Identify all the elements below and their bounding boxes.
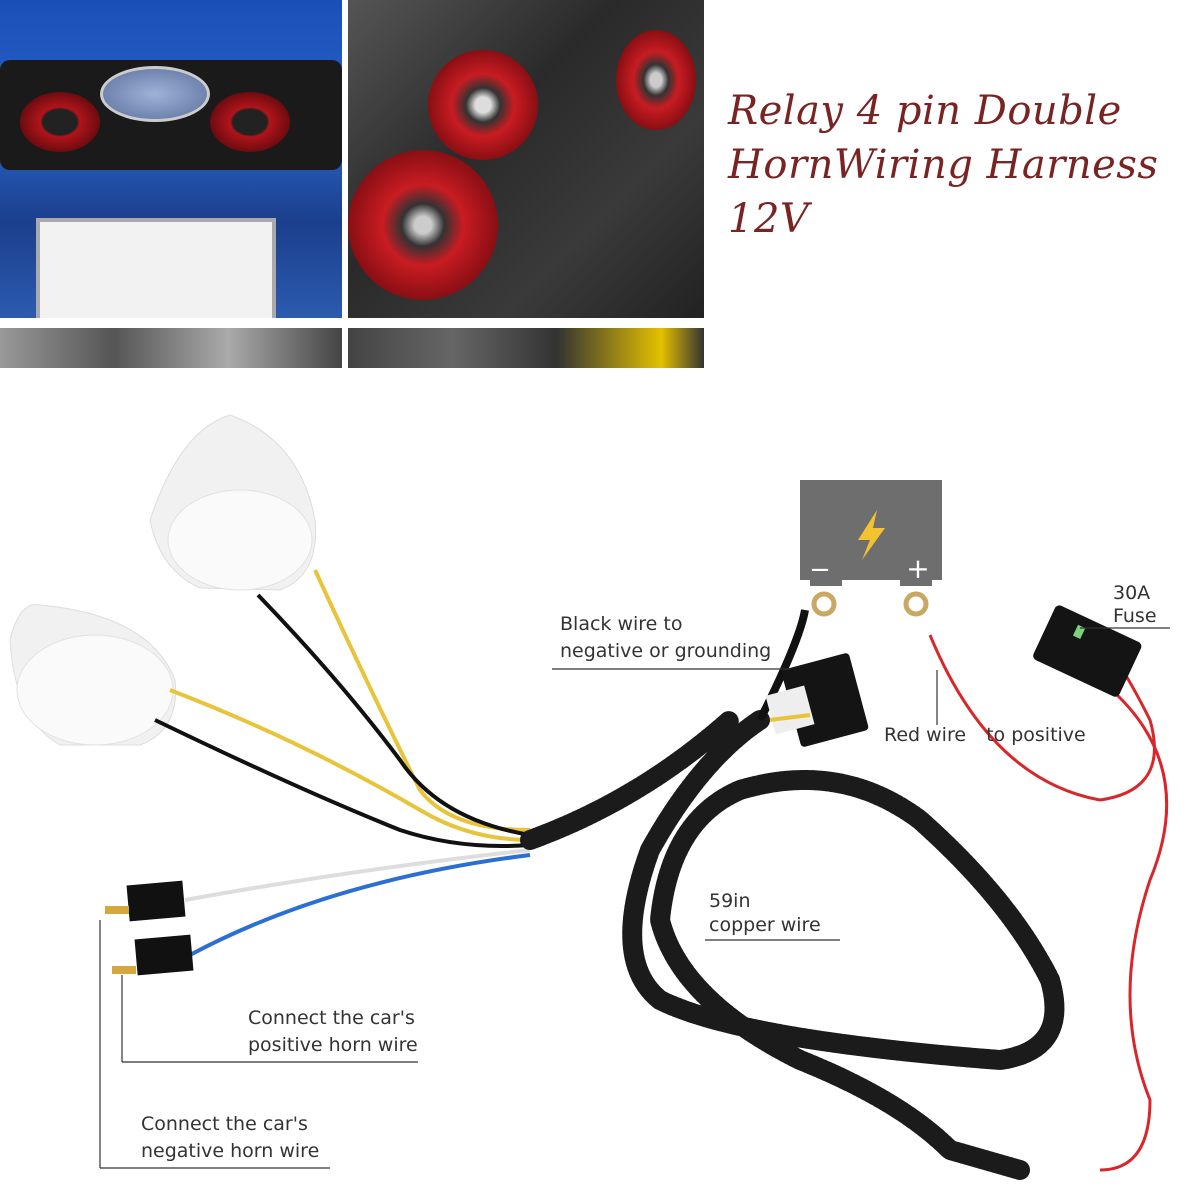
label-red-wire: Red wire to positive (884, 722, 1086, 749)
label-positive-line1: Connect the car's (248, 1007, 415, 1029)
label-copper-line1: 59in (709, 890, 751, 912)
label-black-wire-line1: Black wire to (560, 613, 683, 635)
label-fuse-line1: 30A (1113, 582, 1151, 604)
label-copper-wire: 59in copper wire (709, 888, 821, 939)
title-line-3: 12V (728, 196, 810, 242)
label-red-wire-b: to positive (986, 724, 1086, 746)
black-wire-upper (256, 593, 531, 837)
title-line-1: Relay 4 pin Double (728, 88, 1122, 134)
label-red-wire-a: Red wire (884, 724, 967, 746)
blue-wire (189, 853, 531, 957)
title-line-2: HornWiring Harness (728, 142, 1159, 188)
label-black-wire-line2: negative or grounding (560, 640, 772, 662)
red-horn-2 (348, 150, 498, 300)
license-plate (36, 218, 276, 318)
label-negative-horn-wire: Connect the car's negative horn wire (141, 1111, 319, 1165)
red-horn-3 (616, 30, 696, 130)
label-positive-line2: positive horn wire (248, 1034, 418, 1056)
harness-conduit (520, 710, 1065, 1180)
label-fuse: 30A Fuse (1113, 580, 1157, 630)
label-negative-line2: negative horn wire (141, 1140, 320, 1162)
photo-engine-bay (348, 0, 704, 318)
label-fuse-line2: Fuse (1113, 605, 1157, 627)
label-copper-line2: copper wire (709, 914, 821, 936)
photo-car-front (0, 0, 342, 318)
lightning-bolt-icon (858, 510, 885, 560)
yellow-wire-lower (169, 688, 531, 842)
spade-connector-white (126, 880, 186, 922)
horn-lower (9, 603, 177, 746)
label-black-wire: Black wire to negative or grounding (560, 611, 771, 665)
car-emblem (100, 66, 210, 122)
red-horn-left (20, 92, 100, 152)
leader-lines (99, 627, 1170, 1169)
battery-icon: − + (800, 480, 942, 586)
yellow-wire-upper (313, 569, 531, 832)
ring-terminal-negative (811, 591, 837, 617)
spade-connector-blue (134, 934, 194, 976)
red-horn-1 (428, 50, 538, 160)
photo-strip-right (348, 328, 704, 368)
battery-plus: + (906, 552, 929, 585)
horn-upper (149, 414, 317, 591)
wiring-diagram: − + (9, 414, 1170, 1180)
photo-strip-left (0, 328, 342, 368)
label-positive-horn-wire: Connect the car's positive horn wire (248, 1005, 418, 1059)
ring-terminal-positive (903, 591, 929, 617)
red-wire-to-end (1099, 678, 1169, 1172)
product-title: Relay 4 pin Double HornWiring Harness 12… (728, 84, 1198, 246)
white-wire (184, 848, 531, 902)
red-horn-right (210, 92, 290, 152)
label-negative-line1: Connect the car's (141, 1113, 308, 1135)
black-wire-lower (154, 718, 531, 848)
red-wire (928, 634, 1156, 802)
relay (765, 653, 869, 747)
battery-minus: − (809, 555, 831, 585)
